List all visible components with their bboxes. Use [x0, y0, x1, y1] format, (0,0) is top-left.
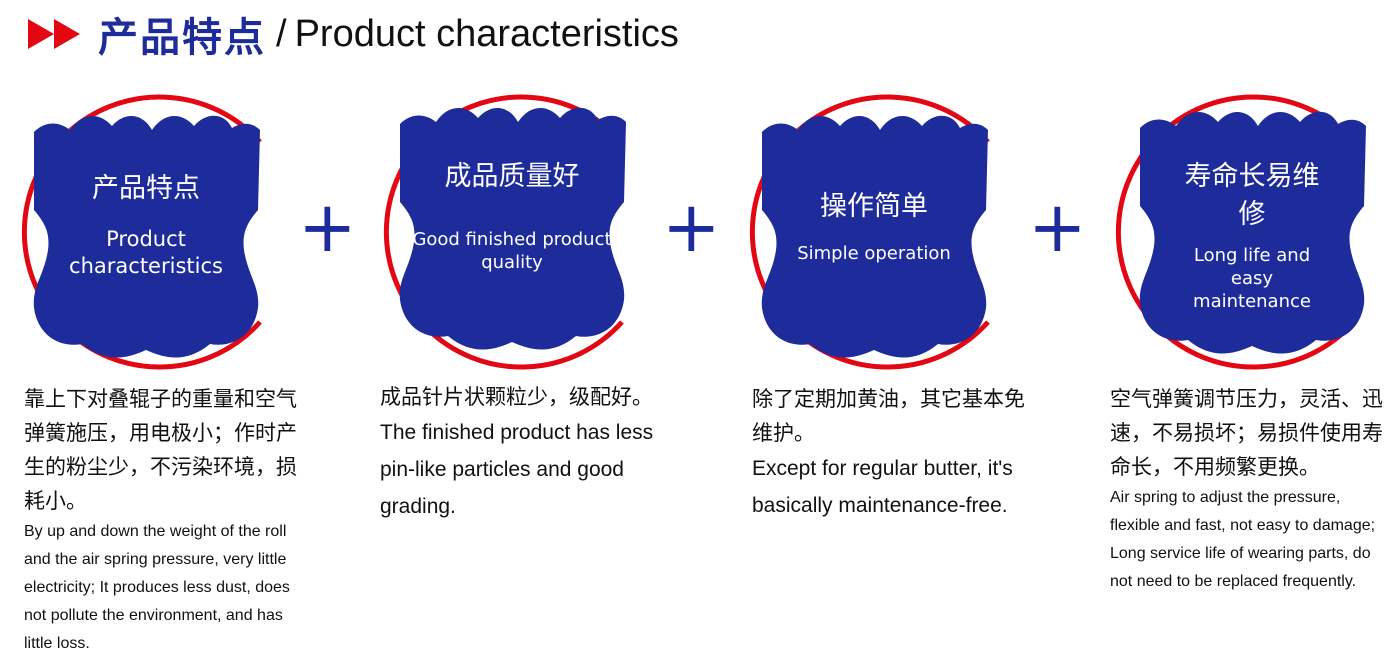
plus-icon: + — [662, 186, 721, 268]
page-title-en: Product characteristics — [294, 12, 679, 55]
feature-1-badge-text: 产品特点 Product characteristics — [36, 170, 256, 280]
feature-2-description: 成品针片状颗粒少，级配好。 The finished product has l… — [380, 380, 670, 525]
feature-4-title-cn: 寿命长易维修 — [1184, 161, 1320, 230]
feature-4-title-en: Long life and easy maintenance — [1193, 245, 1311, 312]
red-arc — [749, 94, 990, 370]
feature-1-desc-cn: 靠上下对叠辊子的重量和空气弹簧施压，用电极小；作时产生的粉尘少，不污染环境，损耗… — [24, 387, 297, 513]
feature-4-desc-cn: 空气弹簧调节压力，灵活、迅速，不易损坏；易损件使用寿命长，不用频繁更换。 — [1110, 387, 1383, 479]
feature-1-title-en: Product characteristics — [69, 227, 223, 278]
feature-1-title-cn: 产品特点 — [92, 173, 200, 204]
red-arc — [383, 94, 624, 370]
feature-2-title-en: Good finished product quality — [412, 229, 612, 273]
feature-3-description: 除了定期加黄油，其它基本免维护。 Except for regular butt… — [752, 382, 1042, 524]
page-header: 产品特点 / Product characteristics — [28, 10, 679, 61]
feature-2-desc-en: The finished product has less pin-like p… — [380, 421, 654, 518]
feature-4-badge-text: 寿命长易维修 Long life and easy maintenance — [1172, 158, 1332, 313]
red-arc — [21, 94, 262, 370]
feature-2-desc-cn: 成品针片状颗粒少，级配好。 — [380, 385, 653, 409]
feature-4-desc-en: Air spring to adjust the pressure, flexi… — [1110, 489, 1376, 590]
feature-3-title-en: Simple operation — [797, 243, 951, 264]
feature-2-badge-text: 成品质量好 Good finished product quality — [402, 158, 622, 274]
feature-1-description: 靠上下对叠辊子的重量和空气弹簧施压，用电极小；作时产生的粉尘少，不污染环境，损耗… — [24, 382, 314, 658]
feature-3-desc-en: Except for regular butter, it's basicall… — [752, 457, 1013, 517]
feature-4-description: 空气弹簧调节压力，灵活、迅速，不易损坏；易损件使用寿命长，不用频繁更换。 Air… — [1110, 382, 1390, 596]
plus-icon: + — [1028, 186, 1087, 268]
red-arc — [1115, 94, 1356, 370]
feature-3-title-cn: 操作简单 — [820, 191, 928, 222]
feature-2-title-cn: 成品质量好 — [444, 161, 580, 192]
page-title-cn: 产品特点 — [98, 14, 266, 61]
double-arrow-icon — [28, 19, 82, 49]
title-separator: / — [276, 12, 287, 55]
feature-3-badge-text: 操作简单 Simple operation — [764, 188, 984, 265]
feature-3-desc-cn: 除了定期加黄油，其它基本免维护。 — [752, 387, 1025, 445]
plus-icon: + — [298, 186, 357, 268]
feature-1-desc-en: By up and down the weight of the roll an… — [24, 523, 290, 652]
